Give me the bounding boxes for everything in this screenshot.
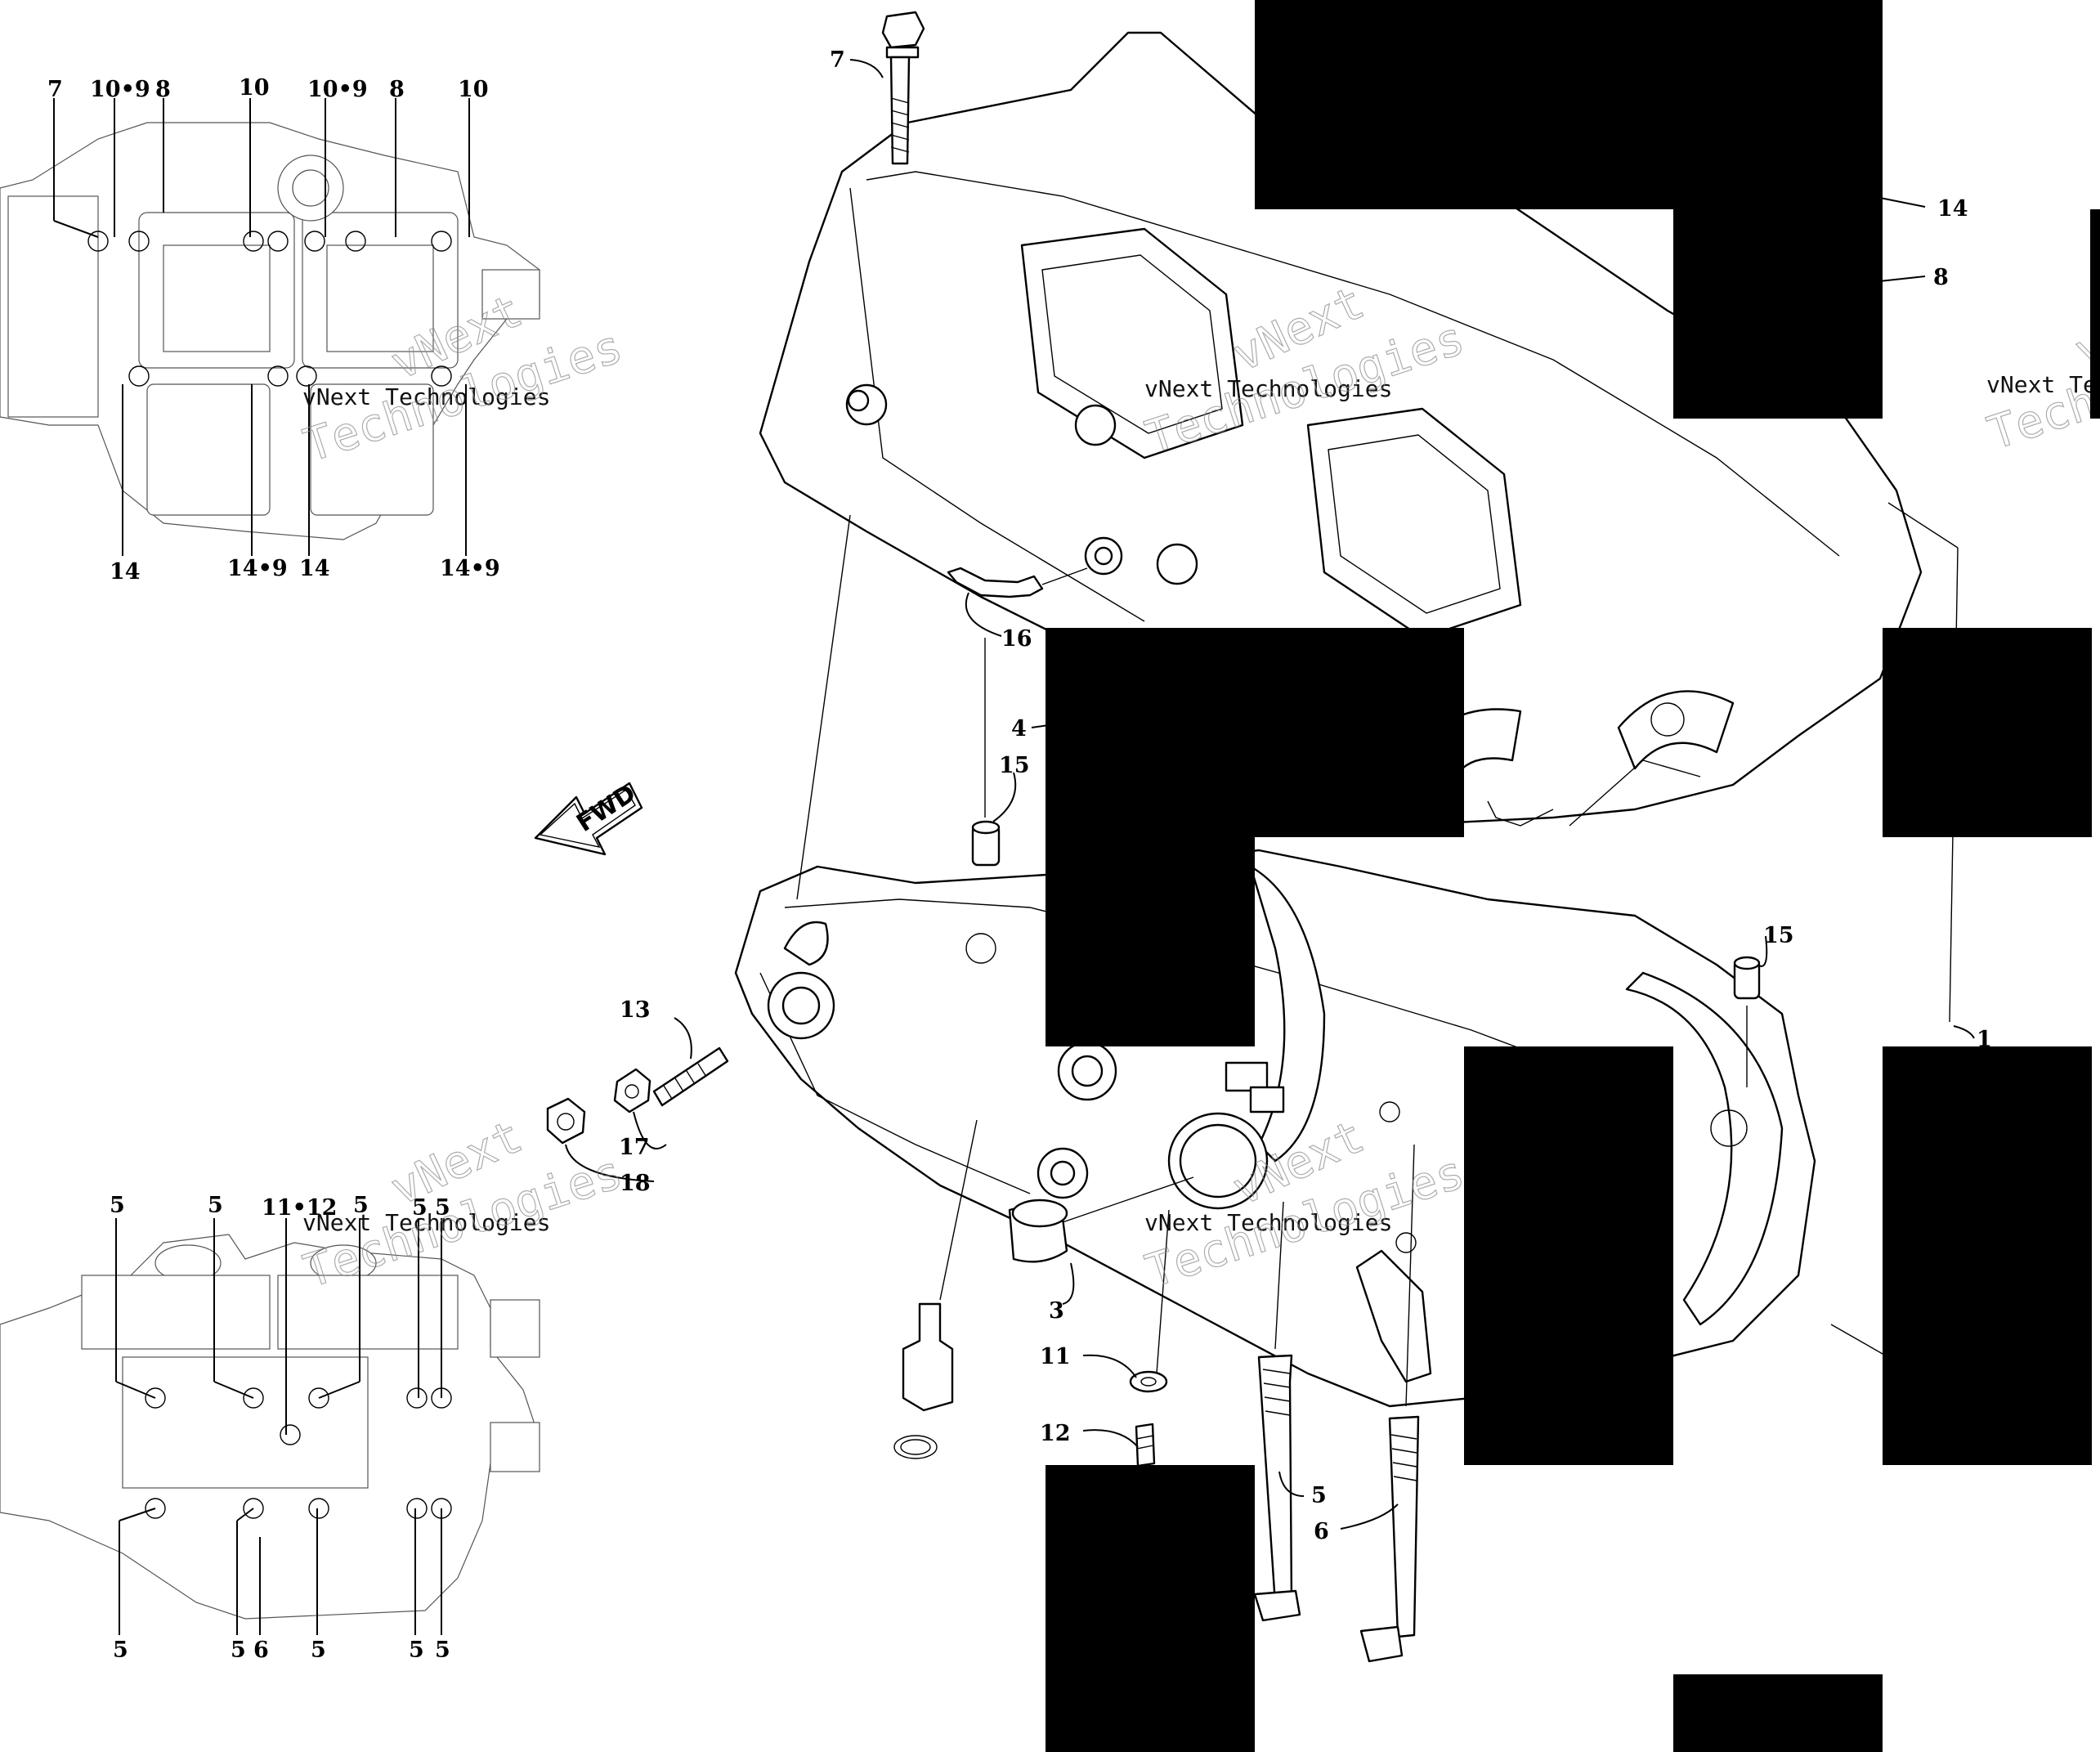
inset-bottom-labels: 5 5 11•12 5 5 5 5 5 6 5 5 5 [110, 1193, 450, 1663]
label-10-9: 10•9 [307, 77, 368, 102]
svg-text:vNext Technologies: vNext Technologies [1986, 371, 2100, 398]
label-5: 5 [231, 1638, 246, 1663]
callout-8: 8 [1933, 265, 1949, 290]
dowel-15a [971, 820, 1001, 867]
callout-13: 13 [620, 997, 651, 1023]
fitting-16 [947, 567, 1088, 598]
label-6: 6 [253, 1638, 269, 1663]
label-5: 5 [113, 1638, 128, 1663]
sensor [893, 1302, 954, 1459]
stud-13 [652, 1046, 729, 1107]
bolt-6 [1359, 1415, 1420, 1663]
callout-11: 11 [1040, 1344, 1071, 1369]
label-14: 14 [299, 556, 330, 581]
label-5: 5 [353, 1193, 369, 1218]
callout-14: 14 [1937, 196, 1968, 222]
washer-11 [1129, 1370, 1168, 1393]
label-10: 10 [239, 75, 270, 101]
callout-1: 1 [1977, 1027, 1992, 1052]
svg-text:vNext Technologies: vNext Technologies [302, 383, 550, 410]
label-7: 7 [47, 77, 63, 102]
callout-3: 3 [1049, 1298, 1064, 1324]
svg-text:vNext Technologies: vNext Technologies [1144, 375, 1392, 402]
callout-5: 5 [1311, 1483, 1327, 1508]
label-14: 14 [110, 559, 141, 585]
callout-7: 7 [830, 47, 845, 73]
label-14-9: 14•9 [227, 556, 288, 581]
inset-top-labels: 7 10•9 8 10 10•9 8 10 14 14•9 14 14•9 [47, 75, 500, 585]
callout-12: 12 [1040, 1421, 1071, 1446]
upper-crankcase [759, 31, 1923, 827]
label-5: 5 [435, 1195, 450, 1221]
label-5: 5 [435, 1638, 450, 1663]
nut-17 [613, 1068, 651, 1113]
bolt-7 [881, 11, 925, 165]
callout-15: 15 [999, 753, 1030, 778]
callout-leaders [565, 59, 1975, 1530]
label-11-12: 11•12 [262, 1195, 337, 1221]
svg-text:vNext Technologies: vNext Technologies [302, 1209, 550, 1236]
label-5: 5 [409, 1638, 424, 1663]
callout-6: 6 [1314, 1519, 1329, 1544]
label-8: 8 [389, 77, 405, 102]
label-10-9: 10•9 [90, 77, 150, 102]
label-14-9: 14•9 [440, 556, 500, 581]
nut-18 [546, 1097, 586, 1145]
label-5: 5 [311, 1638, 326, 1663]
callout-16: 16 [1001, 626, 1032, 652]
callout-4: 4 [1011, 716, 1027, 742]
callout-18: 18 [620, 1171, 651, 1196]
bolt-5 [1253, 1354, 1301, 1622]
forward-direction-arrow: FWD [534, 779, 643, 856]
bushing-3 [1008, 1199, 1068, 1263]
label-8: 8 [155, 77, 171, 102]
label-10: 10 [458, 77, 489, 102]
label-5: 5 [412, 1195, 428, 1221]
label-5: 5 [110, 1193, 125, 1218]
svg-text:vNext Technologies: vNext Technologies [1144, 1209, 1392, 1236]
stud-12 [1135, 1423, 1156, 1467]
redaction-blocks [1046, 0, 2100, 1752]
callout-17: 17 [619, 1135, 650, 1160]
callout-15: 15 [1763, 923, 1794, 948]
dowel-15b [1733, 956, 1761, 1000]
callout-labels: 7 14 8 16 4 15 15 1 13 17 18 3 11 12 5 6 [619, 47, 1992, 1544]
label-5: 5 [208, 1193, 223, 1218]
inset-bottom-view: 5 5 11•12 5 5 5 5 5 6 5 5 5 [0, 1193, 540, 1663]
inset-top-view: 7 10•9 8 10 10•9 8 10 14 14•9 14 14•9 [0, 75, 540, 585]
